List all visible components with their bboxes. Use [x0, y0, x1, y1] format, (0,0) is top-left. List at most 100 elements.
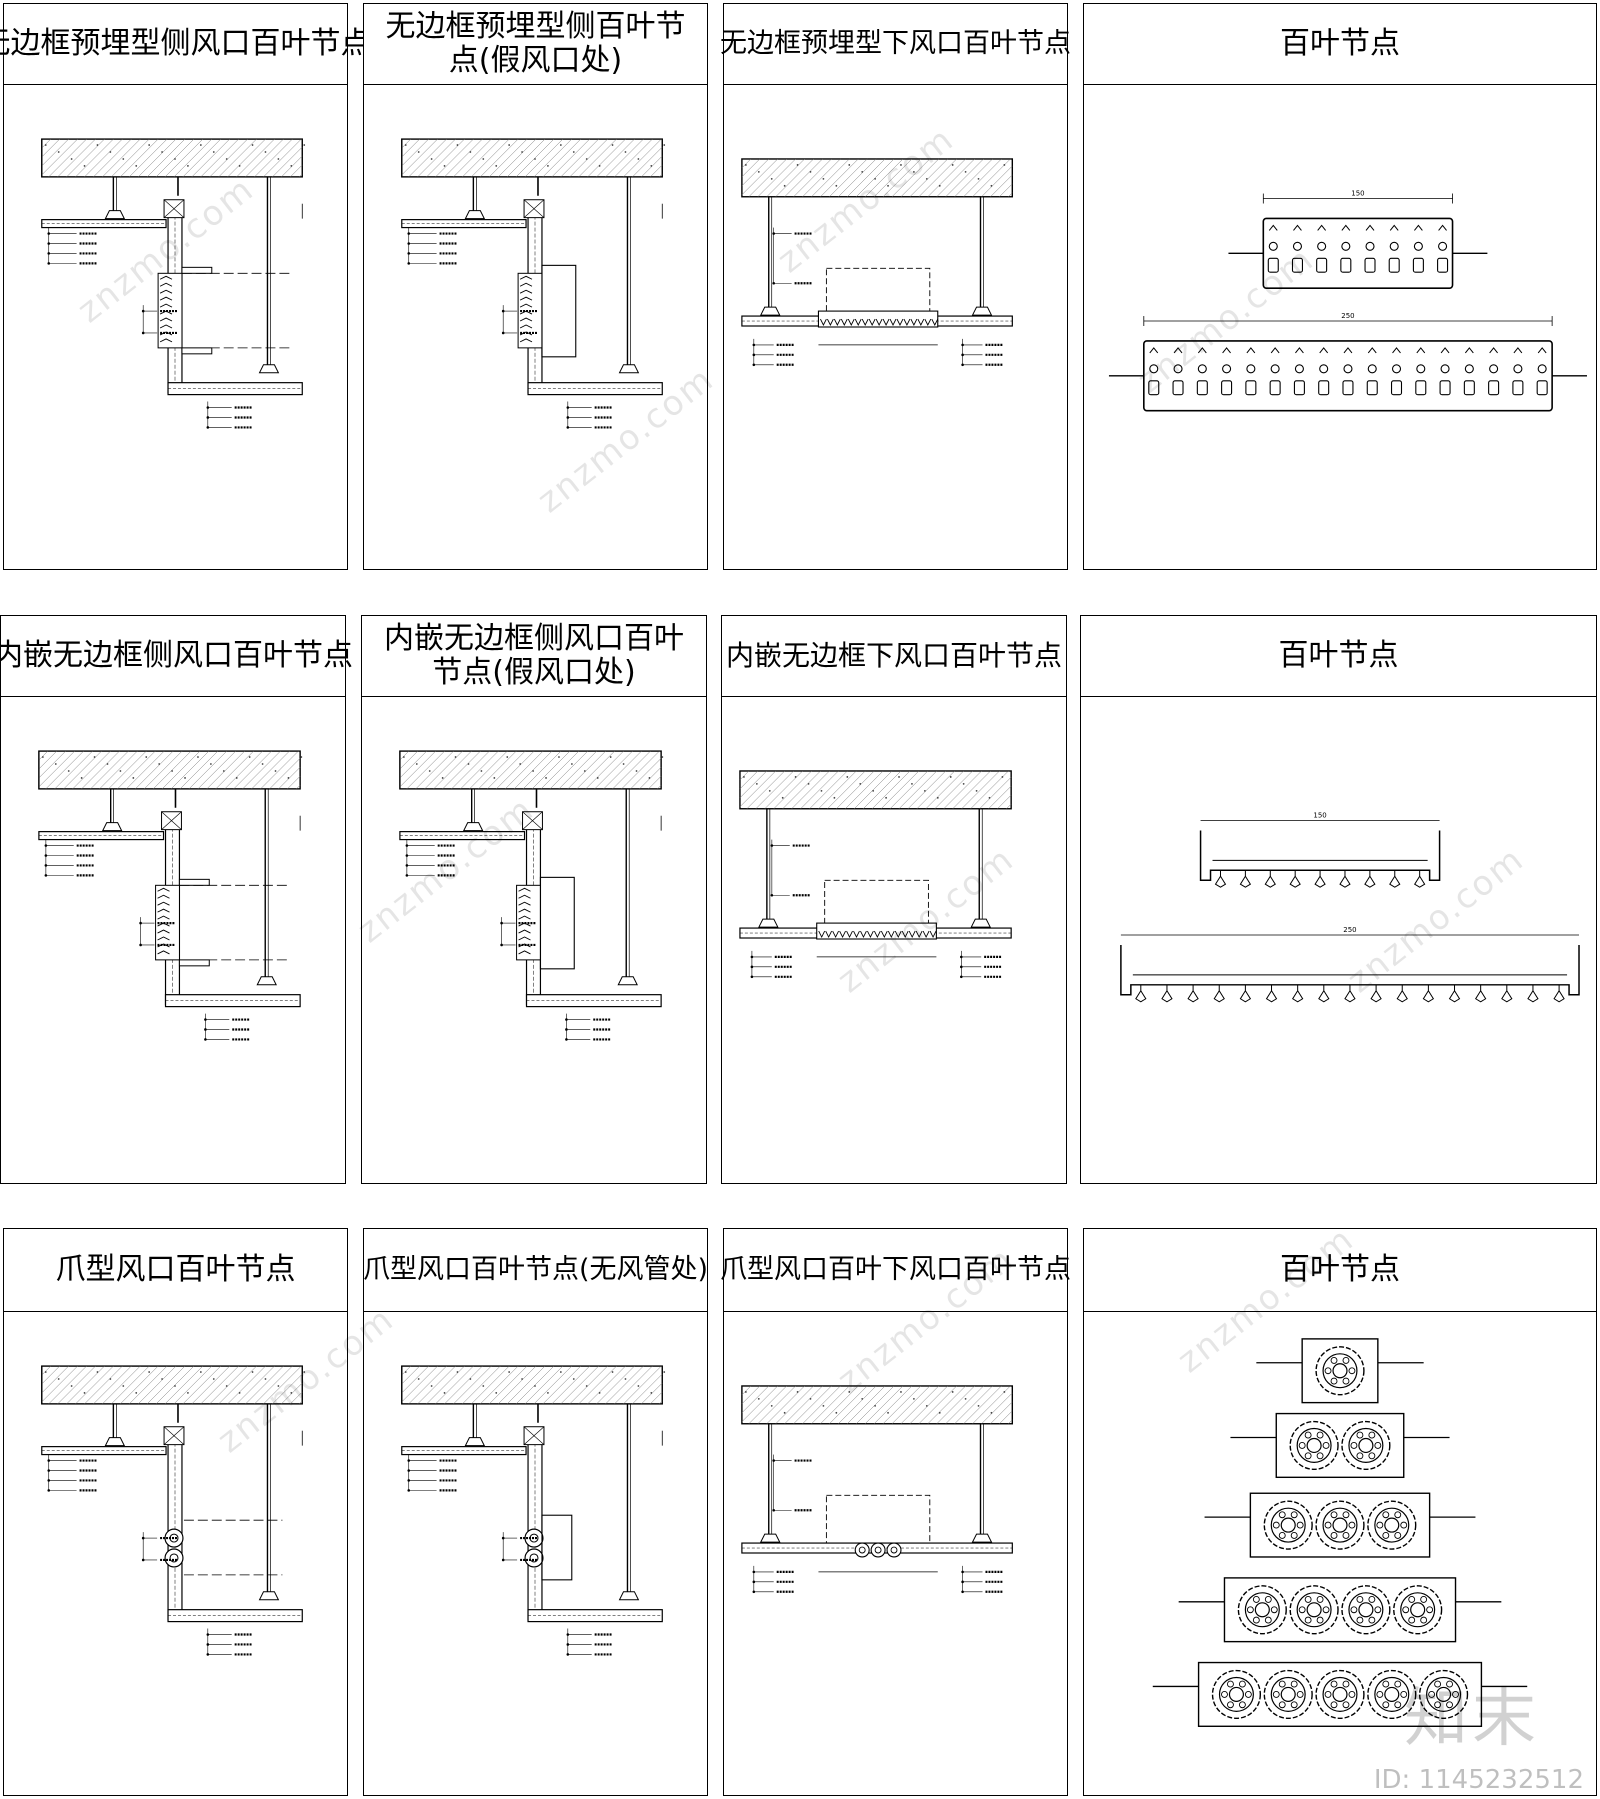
claw-hole — [1324, 1521, 1332, 1529]
blade — [1389, 870, 1401, 888]
blade-pivot — [1365, 241, 1375, 251]
blade — [1293, 380, 1305, 396]
aggregate-dot — [174, 158, 176, 160]
aggregate-dot — [70, 1385, 73, 1387]
claw-louver-drawing — [4, 1311, 347, 1795]
claw-hub — [1332, 1517, 1348, 1533]
blade-pivot — [1416, 364, 1426, 374]
aggregate-dot — [611, 1371, 614, 1373]
panel-1: 无边框预埋型侧风口百叶节点 — [0, 3, 371, 570]
claw-hole — [1374, 1606, 1382, 1614]
louver-blade — [518, 908, 531, 913]
blade — [1291, 257, 1303, 273]
aggregate-dot — [148, 1371, 151, 1373]
blade — [1267, 257, 1279, 273]
claw-louver-hub — [890, 1546, 898, 1554]
aggregate-dot — [277, 1385, 280, 1387]
aggregate-dot — [261, 763, 264, 765]
aggregate-dot — [988, 796, 991, 799]
panel-12: 百叶节点 — [1083, 1228, 1597, 1796]
claw-hub — [1280, 1686, 1296, 1702]
aggregate-dot — [975, 789, 978, 792]
louver-blade — [518, 894, 531, 899]
aggregate-dot — [290, 165, 293, 167]
blade — [1512, 380, 1524, 396]
blade — [1439, 380, 1451, 396]
leader-dot — [501, 331, 505, 335]
aggregate-dot — [822, 1404, 825, 1407]
claw-hole — [1330, 1532, 1338, 1539]
claw-hole — [1238, 1701, 1246, 1709]
aggregate-dot — [951, 164, 954, 166]
hanger-clip — [464, 210, 486, 220]
section-drawing — [41, 138, 306, 429]
blade-hook — [1268, 224, 1278, 231]
blade — [1536, 380, 1548, 396]
claw-hole — [1244, 1690, 1252, 1698]
aggregate-dot — [1003, 164, 1006, 166]
louver-blade — [519, 303, 533, 308]
aggregate-dot — [964, 171, 967, 173]
panel-2: 无边框预埋型侧百叶节点(假风口处) — [363, 3, 708, 570]
panel-6: 内嵌无边框侧风口百叶节点(假风口处) — [361, 615, 707, 1184]
louver-blade — [518, 950, 531, 955]
aggregate-dot — [67, 770, 70, 772]
dimension-label: 150 — [1351, 190, 1364, 198]
corner-x — [161, 811, 182, 830]
aggregate-dot — [898, 776, 900, 778]
blade — [1196, 380, 1208, 396]
blade — [1370, 984, 1382, 1003]
blade-hook — [1438, 224, 1447, 231]
blade-pivot — [1489, 364, 1499, 374]
aggregate-dot — [796, 1391, 799, 1393]
aggregate-dot — [57, 151, 60, 153]
claw-hole — [1316, 1431, 1324, 1439]
aggregate-dot — [833, 796, 836, 799]
blade — [1264, 870, 1276, 888]
louver-blade — [908, 930, 916, 939]
aggregate-dot — [122, 158, 125, 160]
louver-blade — [873, 930, 881, 939]
aggregate-dot — [534, 1385, 536, 1387]
blade — [1412, 257, 1424, 273]
blade — [1239, 984, 1252, 1003]
aggregate-dot — [744, 164, 747, 166]
aggregate-dot — [663, 1371, 666, 1373]
duct-outline — [824, 879, 929, 929]
aggregate-dot — [303, 144, 306, 146]
louver-blade — [894, 930, 902, 939]
louver-blade — [861, 318, 869, 327]
aggregate-dot — [251, 144, 254, 146]
claw-hole — [1304, 1452, 1312, 1460]
aggregate-dot — [212, 1378, 215, 1380]
leader-dot — [141, 1558, 145, 1562]
aggregate-dot — [44, 1371, 47, 1373]
section-drawing — [401, 138, 666, 429]
louver-blade — [157, 950, 170, 955]
blade-pivot — [1438, 241, 1448, 251]
aggregate-dot — [911, 783, 913, 785]
claw-hub — [1254, 1602, 1270, 1618]
claw-hub — [1436, 1686, 1452, 1702]
aggregate-dot — [199, 144, 202, 146]
claw-hole — [1428, 1690, 1436, 1698]
aggregate-dot — [96, 144, 99, 146]
claw-hub — [1332, 1686, 1348, 1702]
claw-hole — [1290, 1701, 1298, 1709]
aggregate-dot — [585, 1385, 588, 1387]
panel-header: 爪型风口百叶下风口百叶节点 — [720, 1229, 1071, 1312]
blade — [1318, 984, 1330, 1003]
leader-dot — [772, 281, 776, 285]
blade-pivot — [1367, 364, 1377, 374]
claw-hub — [1410, 1602, 1426, 1618]
claw-hole — [1330, 1701, 1338, 1709]
aggregate-dot — [456, 1371, 459, 1373]
aggregate-dot — [44, 144, 47, 146]
blade-hook — [1489, 347, 1498, 354]
blade — [1269, 380, 1281, 396]
duct-flange — [181, 347, 213, 355]
claw-hole — [1278, 1680, 1286, 1688]
claw-hole — [1290, 1532, 1298, 1539]
louver-blade — [882, 318, 890, 327]
panel-header: 无边框预埋型侧百叶节点(假风口处) — [364, 4, 707, 85]
